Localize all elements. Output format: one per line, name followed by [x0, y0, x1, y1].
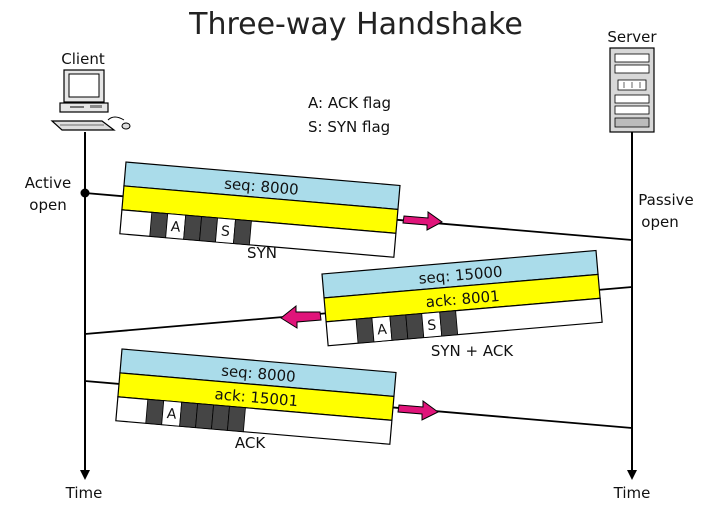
syn-flag-s: S [220, 223, 230, 240]
synack-flag-a: A [377, 322, 388, 339]
synack-direction-arrow-icon [280, 304, 322, 329]
server-icon [609, 47, 655, 133]
ack-direction-arrow-icon [397, 400, 439, 421]
server-time-label: Time [613, 484, 651, 502]
syn-flag-a: A [170, 219, 181, 236]
passive-open-line1: Passive [638, 191, 693, 209]
synack-name: SYN + ACK [431, 342, 514, 360]
ack-name: ACK [235, 434, 266, 452]
server-label: Server [607, 28, 657, 46]
legend-syn: S: SYN flag [308, 118, 390, 136]
legend-ack: A: ACK flag [308, 94, 391, 112]
client-label: Client [61, 50, 105, 68]
syn-segment: seq: 8000 A S [119, 161, 401, 258]
synack-segment: seq: 15000 ack: 8001 A S [321, 249, 603, 347]
client-computer-icon [50, 69, 131, 131]
client-time-label: Time [65, 484, 103, 502]
synack-flag-s: S [427, 317, 437, 334]
ack-flag-a: A [166, 406, 177, 423]
active-open-line2: open [29, 196, 66, 214]
page-title: Three-way Handshake [188, 7, 523, 42]
active-open-line1: Active [25, 174, 71, 192]
syn-direction-arrow-icon [402, 211, 443, 231]
syn-name: SYN [247, 244, 277, 262]
passive-open-line2: open [641, 213, 678, 231]
ack-segment: seq: 8000 ack: 15001 A [115, 348, 397, 445]
